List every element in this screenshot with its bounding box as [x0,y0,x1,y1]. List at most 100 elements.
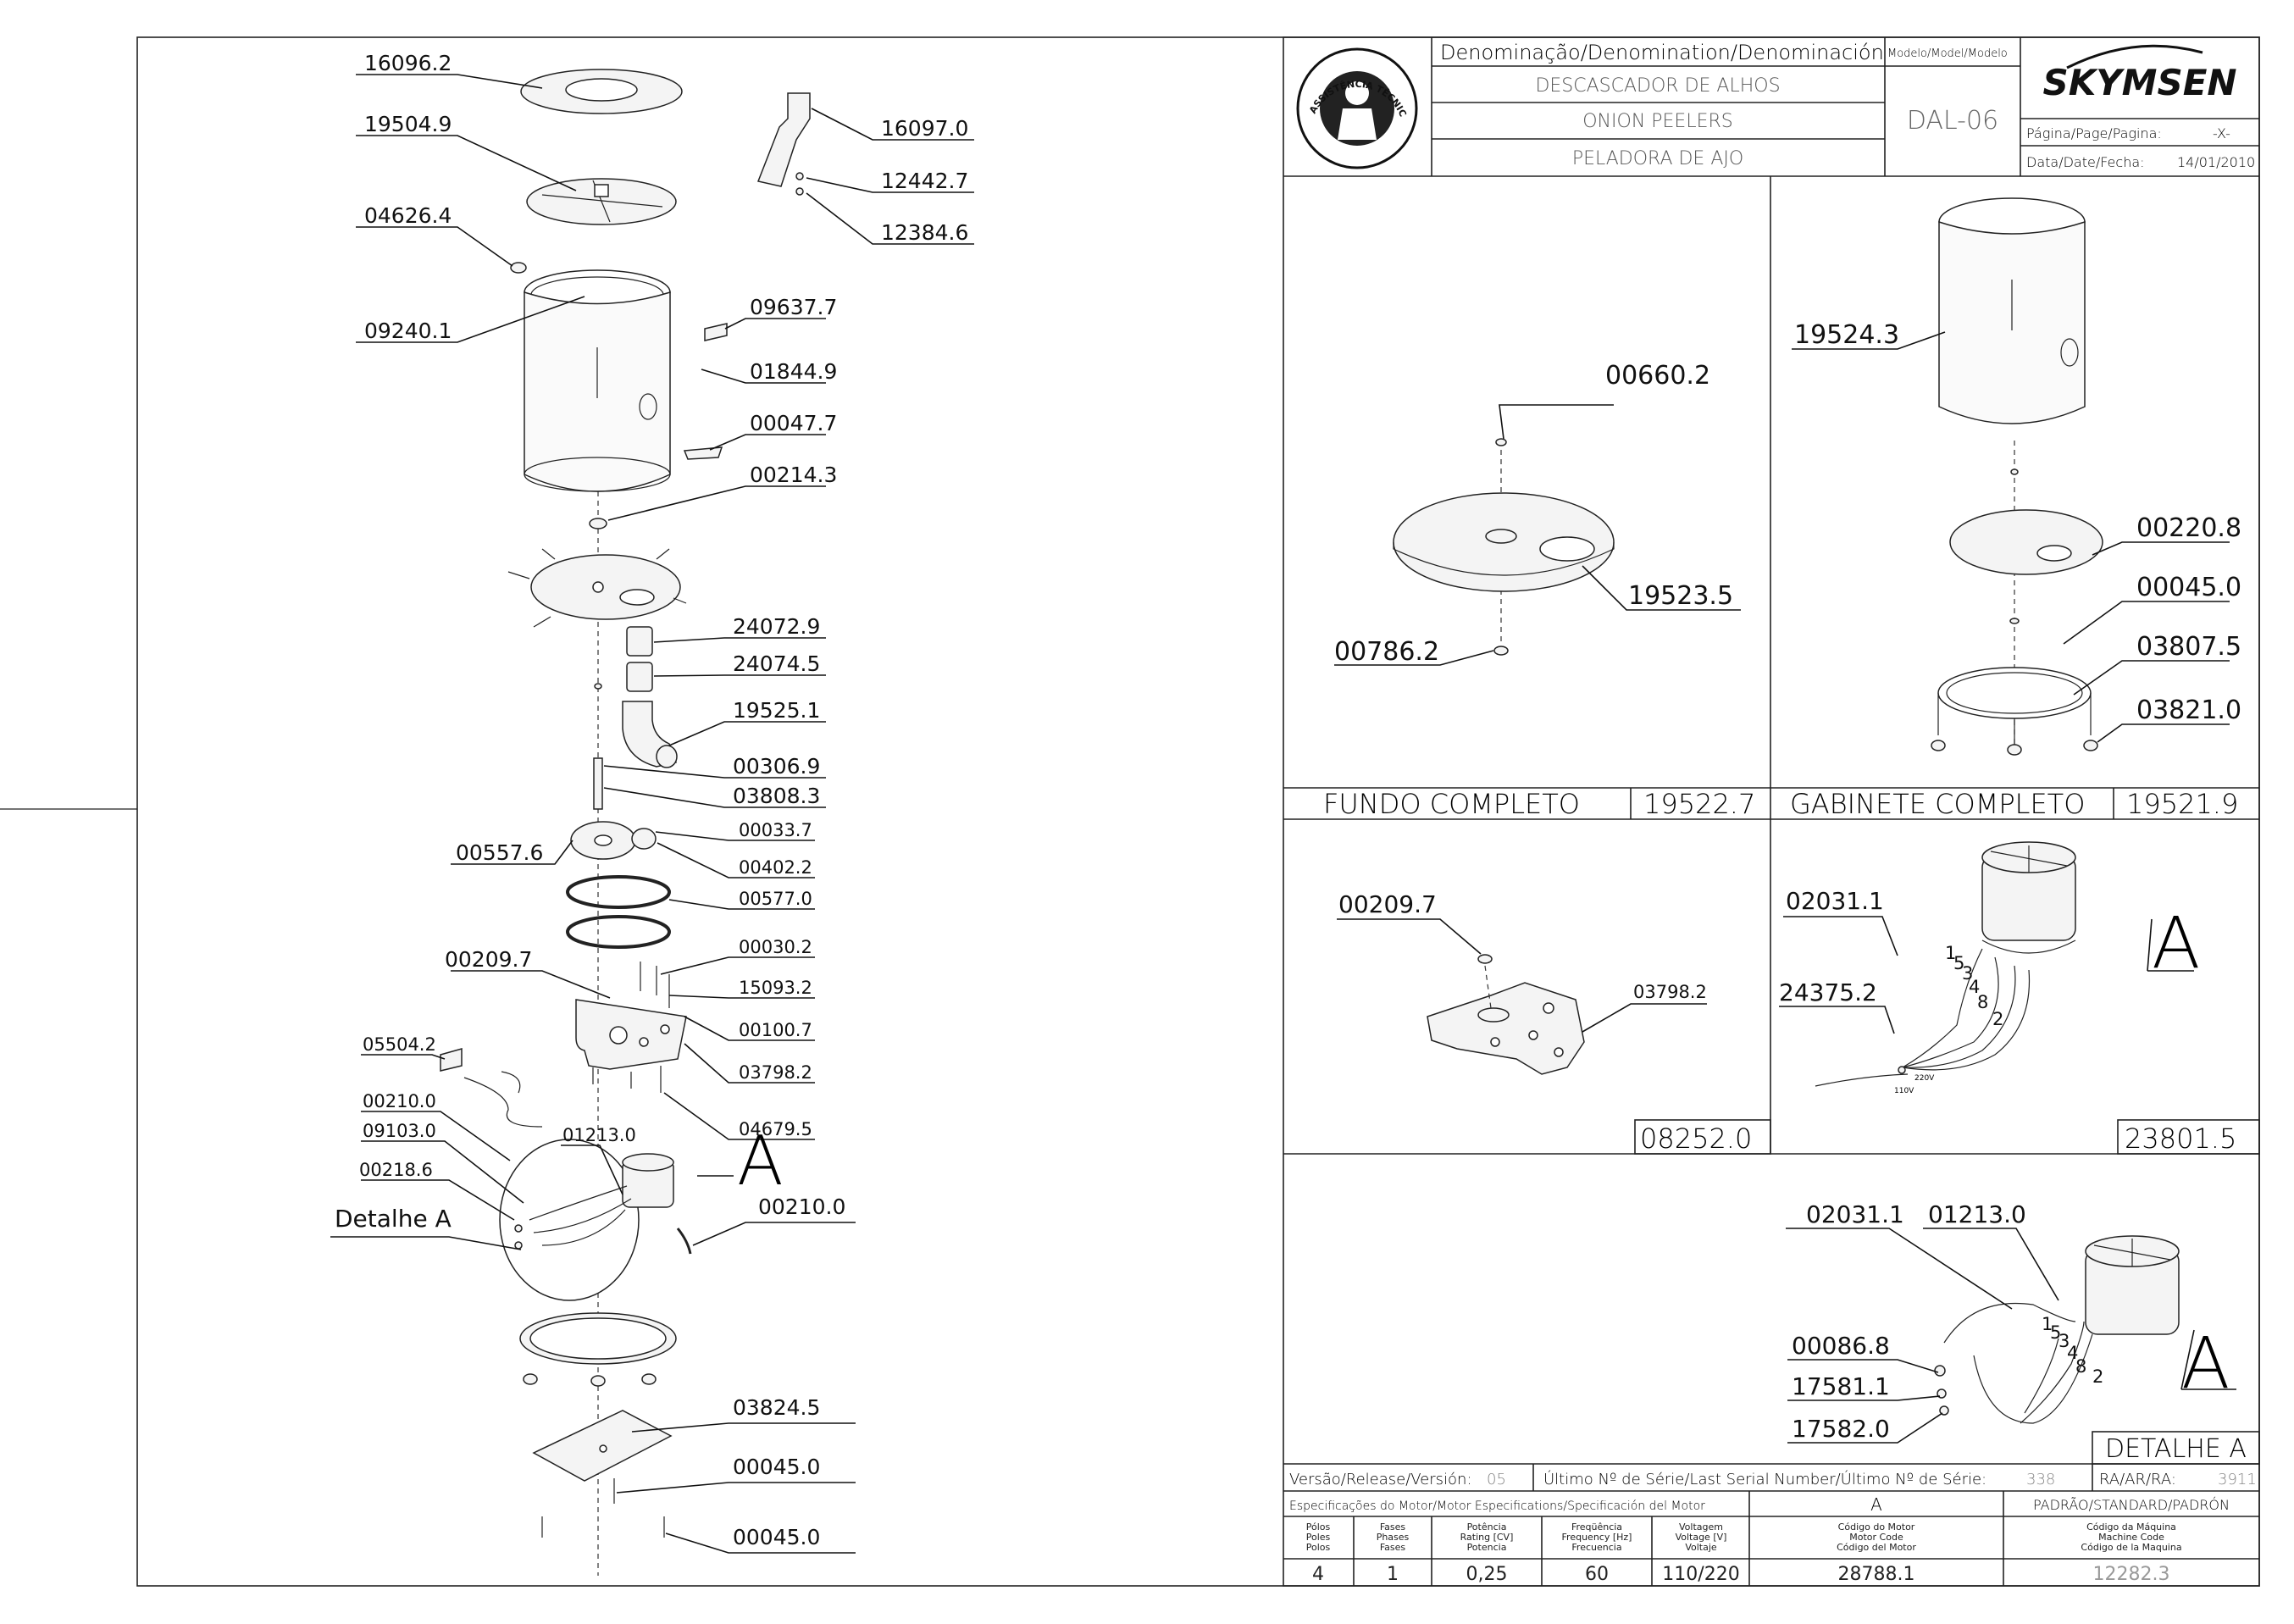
label-12442-7: 12442.7 [881,169,968,193]
motor-drawing: 02031.1 24375.2 A 1 5 3 4 8 2 110V 220V … [1779,841,2236,1155]
exploded-leaders [330,74,974,1554]
detail-wire-8: 8 [2075,1356,2086,1377]
label-00218-6: 00218.6 [359,1160,433,1180]
head-freq-pt: Freqüência [1571,1521,1622,1533]
head-poles-en: Poles [1306,1532,1331,1543]
motor-code: 23801.5 [2125,1122,2236,1155]
page-label: Página/Page/Pagina: [2026,125,2162,141]
detail-wire-4: 4 [2067,1343,2078,1363]
label-03824-5: 03824.5 [733,1395,820,1420]
motor-spec-label: Especificações do Motor/Motor Especifica… [1289,1499,1705,1513]
label-00210-0: 00210.0 [363,1091,436,1111]
part-lid [526,178,677,225]
head-phases-pt: Fases [1380,1521,1406,1533]
label-00045-0-b: 00045.0 [733,1525,820,1549]
label-15093-2: 15093.2 [739,978,812,998]
label-04679-5: 04679.5 [739,1119,812,1139]
model-label: Modelo/Model/Modelo [1887,47,2008,60]
label-00306-9: 00306.9 [733,754,820,779]
voltage-tag-220: 220V [1914,1074,1935,1083]
head-phases-en: Phases [1377,1532,1410,1543]
motor-letter-a: A [2152,901,2200,984]
label-24375-2: 24375.2 [1779,978,1877,1006]
gabinete-title: GABINETE COMPLETO [1790,788,2085,820]
part-bracket [756,92,811,187]
label-03798-2-b: 03798.2 [1633,982,1707,1002]
part-plate [704,323,728,341]
date-value: 14/01/2010 [2177,154,2255,170]
fundo-title: FUNDO COMPLETO [1323,788,1580,820]
voltage-tag-110: 110V [1894,1087,1914,1095]
label-01213-0-b: 01213.0 [1928,1200,2026,1228]
standard-label: PADRÃO/STANDARD/PADRÓN [2033,1497,2230,1513]
page-value: -X- [2213,125,2230,141]
label-00660-2: 00660.2 [1605,361,1710,391]
value-machine-code: 12282.3 [2093,1564,2170,1585]
head-poles-es: Polos [1306,1542,1331,1553]
wire-number-5: 5 [1953,953,1964,973]
part-bottom-plate [532,1410,673,1538]
head-voltage-en: Voltage [V] [1676,1532,1727,1543]
head-machine-code-en: Machine Code [2098,1532,2164,1543]
label-16096-2: 16096.2 [364,51,452,75]
detail-letter: A [2181,1322,2230,1405]
base-drawing: 00209.7 03798.2 08252.0 [1337,890,1752,1155]
part-badge [683,446,723,460]
head-motor-code-pt: Código do Motor [1838,1521,1915,1533]
serial-value: 338 [2026,1471,2055,1488]
detail-letter-a: A [737,1122,784,1200]
wire-number-4: 4 [1969,977,1980,997]
name-es: PELADORA DE AJO [1572,148,1743,169]
label-09637-7: 09637.7 [750,295,837,319]
label-00557-6: 00557.6 [456,840,543,865]
part-knob [510,262,527,274]
label-16097-0: 16097.0 [881,116,968,141]
label-00033-7: 00033.7 [739,820,812,840]
name-pt: DESCASCADOR DE ALHOS [1535,75,1780,97]
head-voltage-pt: Voltagem [1679,1521,1723,1533]
authorized-seal: ASSISTÊNCIA TÉCNICA AUTORIZADA [0,0,1418,169]
label-00086-8: 00086.8 [1792,1332,1890,1360]
head-rating-pt: Potência [1467,1521,1507,1533]
label-00047-7: 00047.7 [750,411,837,435]
part-disc [507,548,687,628]
head-machine-code-pt: Código da Máquina [2086,1521,2176,1533]
denomination-label: Denominação/Denomination/Denominación [1440,41,1884,64]
ra-value: 3911 [2218,1471,2257,1488]
label-03821-0: 03821.0 [2136,696,2241,725]
label-04626-4: 04626.4 [364,203,452,228]
detail-wire-2: 2 [2092,1366,2103,1387]
right-sheet-frame [1283,36,2260,1587]
label-00220-8: 00220.8 [2136,513,2241,543]
detail-wire-1: 1 [2042,1314,2053,1334]
part-pulley-large [570,821,636,860]
label-09103-0: 09103.0 [363,1121,436,1141]
brand-swoosh [2066,44,2203,69]
label-03808-3: 03808.3 [733,784,820,808]
label-19504-9: 19504.9 [364,112,452,136]
head-motor-code-en: Motor Code [1849,1532,1903,1543]
label-00209-7-b: 00209.7 [1338,890,1437,918]
name-en: ONION PEELERS [1582,111,1733,132]
head-rating-es: Potencia [1467,1542,1507,1553]
gabinete-drawing: 19524.3 00220.8 00045.0 03807.5 03821.0 [1792,197,2241,756]
part-base-plate [575,999,687,1093]
brand-logo: SKYMSEN [2042,62,2236,103]
fundo-drawing: 00660.2 19523.5 00786.2 [1334,361,1741,667]
label-00030-2: 00030.2 [739,937,812,957]
base-code: 08252.0 [1640,1122,1752,1155]
label-19523-5: 19523.5 [1628,581,1733,611]
wire-number-3: 3 [1962,963,1973,984]
label-02031-1-b: 02031.1 [1806,1200,1904,1228]
version-value: 05 [1487,1471,1506,1488]
label-24072-9: 24072.9 [733,614,820,639]
head-motor-code-es: Código del Motor [1837,1542,1916,1553]
label-01844-9: 01844.9 [750,359,837,384]
wire-number-1: 1 [1945,943,1956,963]
value-rating: 0,25 [1466,1564,1508,1585]
svg-text:ASSISTÊNCIA TÉCNICA AUTORIZADA: ASSISTÊNCIA TÉCNICA AUTORIZADA [0,0,1409,119]
detail-a-drawing: 02031.1 01213.0 00086.8 17581.1 17582.0 … [1786,1200,2247,1464]
label-19524-3: 19524.3 [1794,320,1899,350]
label-00402-2: 00402.2 [739,857,812,878]
